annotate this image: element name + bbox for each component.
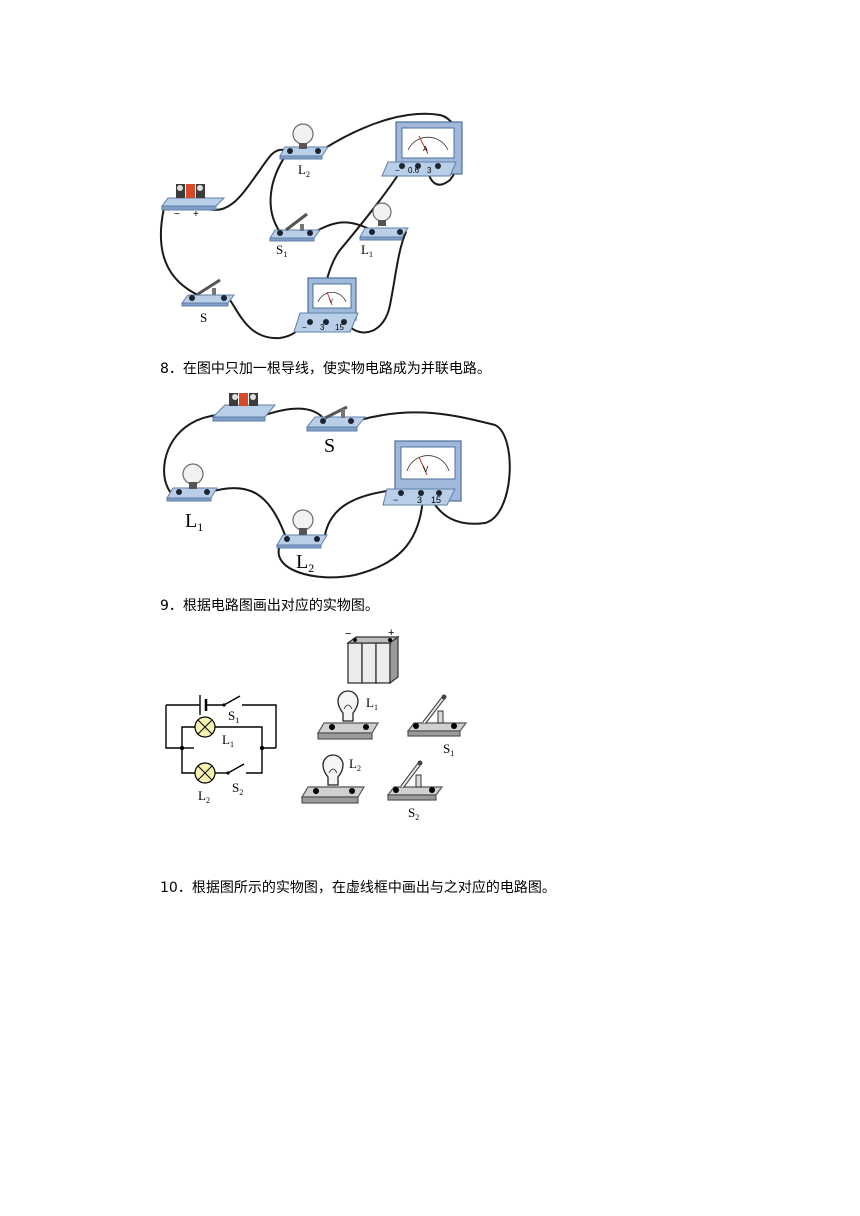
wire	[181, 748, 195, 774]
voltmeter-terminal-15: 15	[335, 323, 344, 332]
voltmeter-symbol: V	[423, 465, 429, 474]
voltmeter-terminal-minus: −	[393, 495, 398, 505]
lamp-l2-label: L2	[349, 756, 361, 773]
wire	[359, 411, 511, 525]
wire	[159, 207, 201, 297]
bulb-l1-label: L1	[361, 242, 373, 259]
bulb-l1-label: L1	[185, 510, 203, 534]
switch-s1-label: S1	[443, 741, 454, 758]
bulb-l2-label: L2	[296, 551, 314, 575]
wire	[277, 496, 424, 579]
switch-s2-label: S2	[408, 805, 419, 822]
battery-plus-label: +	[388, 627, 394, 639]
bulb-l2-label: L2	[298, 162, 310, 179]
switch-s1-label: S1	[276, 242, 287, 259]
bulb-l1	[359, 202, 409, 241]
switch-s2-blade	[227, 763, 245, 774]
voltmeter	[293, 277, 359, 333]
battery-minus-label: −	[174, 209, 180, 220]
circuit-figure-2: S L1 L2 V − 3 15	[163, 393, 511, 579]
schematic-l1-label: L1	[222, 732, 234, 749]
bulb-l2	[276, 509, 328, 549]
switch-s	[181, 278, 235, 307]
question-10: 10．根据图所示的实物图，在虚线框中画出与之对应的电路图。	[160, 880, 556, 896]
ammeter-terminal-3: 3	[427, 166, 432, 175]
battery	[211, 393, 277, 422]
schematic-s1-label: S1	[228, 708, 239, 725]
voltmeter-terminal-3: 3	[320, 323, 325, 332]
voltmeter	[382, 440, 462, 506]
wire	[215, 726, 276, 749]
battery-plus-label: +	[193, 209, 199, 220]
wire	[347, 231, 407, 334]
ammeter-symbol: A	[423, 146, 428, 153]
schematic-l2-label: L2	[198, 788, 210, 805]
switch-s	[305, 405, 367, 432]
switch-s1-blade	[223, 695, 241, 706]
switch-s2	[386, 760, 444, 801]
battery	[161, 184, 226, 211]
battery-minus-label: −	[345, 628, 351, 640]
bulb-l2	[279, 123, 329, 160]
ammeter-terminal-minus: −	[395, 166, 400, 175]
voltmeter-symbol: V	[329, 299, 333, 305]
schematic-s2-label: S2	[232, 780, 243, 797]
wire	[242, 704, 277, 748]
voltmeter-terminal-minus: −	[302, 323, 307, 332]
circuit-figure-1: − + L2 S1 L1 A −	[159, 112, 463, 340]
wire	[209, 487, 286, 536]
question-8: 8．在图中只加一根导线，使实物电路成为并联电路。	[160, 361, 491, 377]
switch-s1	[406, 694, 468, 737]
circuit-objects: − + L1 S1 L2	[300, 627, 468, 822]
ammeter	[381, 121, 463, 177]
question-9: 9．根据电路图画出对应的实物图。	[160, 598, 379, 614]
ammeter-terminal-06: 0.6	[408, 166, 420, 175]
lamp-l2	[300, 754, 366, 804]
switch-s1	[269, 212, 321, 242]
lamp-l1-label: L1	[366, 695, 378, 712]
voltmeter-terminal-15: 15	[431, 495, 441, 505]
wire	[246, 748, 263, 774]
wire	[165, 705, 182, 749]
switch-s-label: S	[324, 435, 335, 457]
wire	[269, 151, 289, 233]
circuit-schematic: S1 L1 L2 S2	[165, 695, 277, 805]
voltmeter-terminal-3: 3	[417, 495, 422, 505]
wire	[204, 148, 286, 211]
wire	[324, 489, 396, 536]
bulb-l1	[166, 463, 218, 502]
wire	[181, 726, 195, 748]
battery-pack	[346, 635, 400, 685]
switch-s-label: S	[200, 310, 207, 325]
lamp-l1	[316, 690, 380, 740]
